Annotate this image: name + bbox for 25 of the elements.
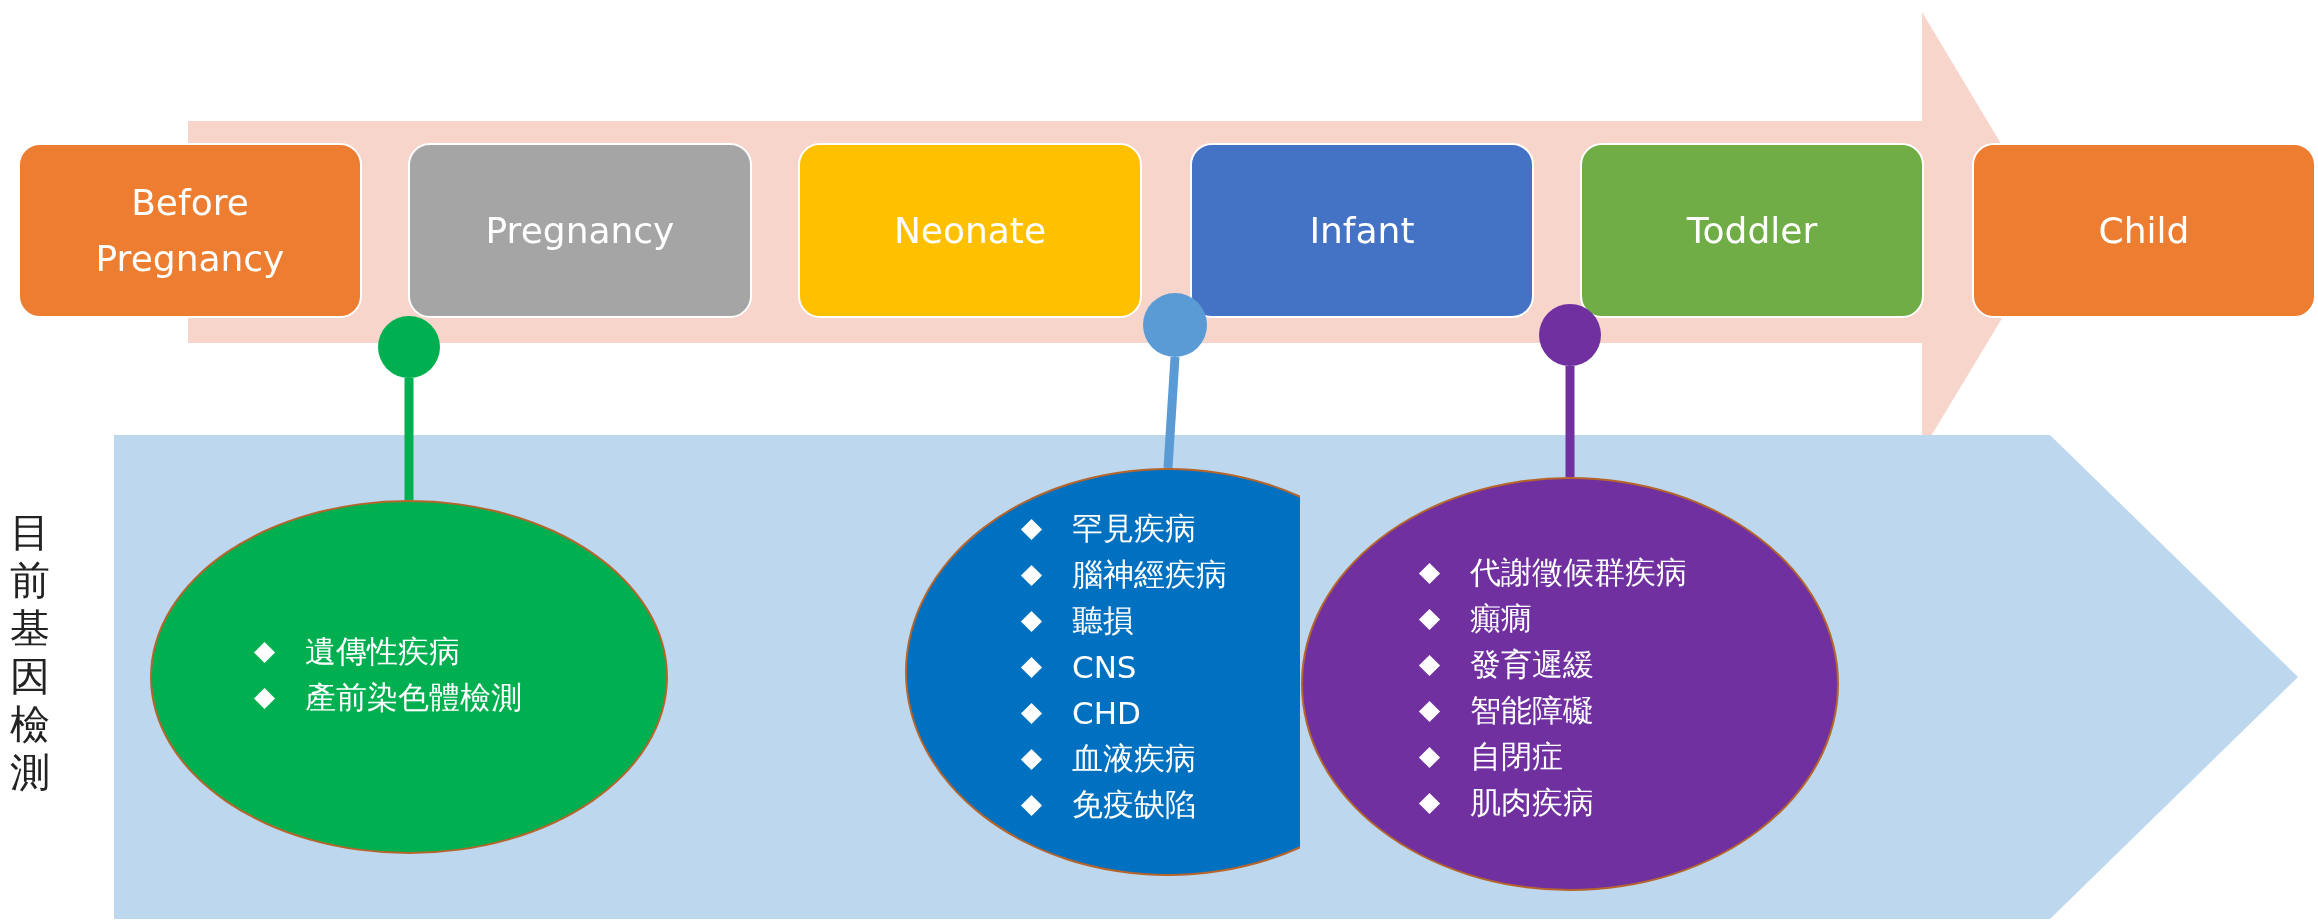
connector-line: [1565, 366, 1575, 477]
stage-box: Pregnancy: [408, 143, 752, 318]
stage-box: Toddler: [1580, 143, 1924, 318]
connector-line: [1163, 356, 1180, 469]
list-item: 血液疾病: [1072, 739, 1196, 778]
list-item: 聽損: [1072, 601, 1134, 640]
side-label: 目前基因檢測: [10, 508, 51, 796]
list-item: 自閉症: [1470, 737, 1563, 776]
list-item: 發育遲緩: [1470, 645, 1594, 684]
list-item: 免疫缺陷: [1072, 785, 1196, 824]
list-item: 癲癇: [1470, 599, 1532, 638]
connector-line: [404, 378, 414, 500]
stage-box: Infant: [1190, 143, 1534, 318]
stage-box: Neonate: [798, 143, 1142, 318]
list-item: 產前染色體檢測: [305, 678, 522, 717]
list-item: 腦神經疾病: [1072, 555, 1227, 594]
stage-box: Before Pregnancy: [18, 143, 362, 318]
list-item: 罕見疾病: [1072, 509, 1196, 548]
list-item: 遺傳性疾病: [305, 632, 460, 671]
stage-box: Child: [1972, 143, 2316, 318]
list-item: 智能障礙: [1470, 691, 1594, 730]
list-item: 肌肉疾病: [1470, 783, 1594, 822]
list-item: CHD: [1072, 695, 1141, 731]
list-item: 代謝徵候群疾病: [1470, 553, 1687, 592]
list-item: CNS: [1072, 649, 1137, 685]
